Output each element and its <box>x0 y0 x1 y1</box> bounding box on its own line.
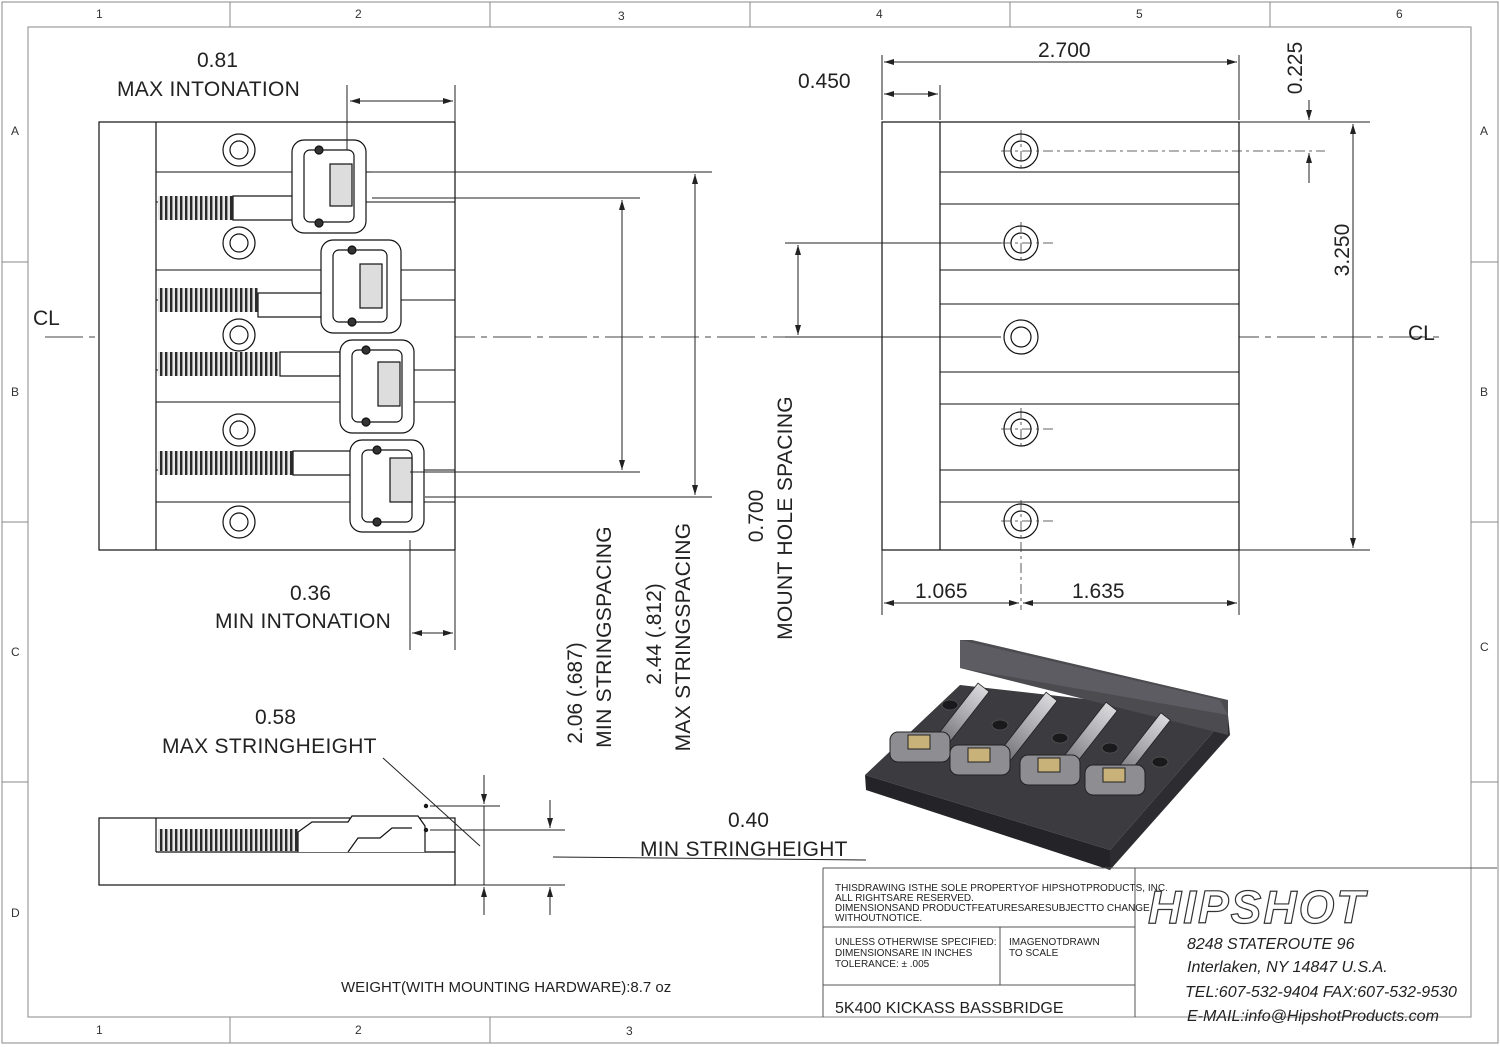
zone-col-2-bottom: 2 <box>355 1023 362 1037</box>
side-view-drawing <box>98 803 456 886</box>
zone-col-1-bottom: 1 <box>96 1023 103 1037</box>
title-block-lines <box>822 867 1497 1017</box>
zone-col-2: 2 <box>355 7 362 21</box>
address-street: 8248 STATEROUTE 96 <box>1187 936 1355 953</box>
zone-row-d: D <box>11 906 20 920</box>
notice-line-3: DIMENSIONSAND PRODUCTFEATURESARESUBJECTT… <box>835 903 1150 914</box>
zone-row-a: A <box>11 124 19 138</box>
hole-spacing-label: MOUNT HOLE SPACING <box>774 396 797 640</box>
top-view-dimensions <box>346 85 712 650</box>
zone-col-5: 5 <box>1136 7 1143 21</box>
side-view-dimensions <box>382 757 867 915</box>
zone-row-a-right: A <box>1480 124 1488 138</box>
zone-row-c: C <box>11 645 20 659</box>
max-string-spacing-value: 2.44 (.812) <box>643 583 666 685</box>
address-city: Interlaken, NY 14847 U.S.A. <box>1187 959 1388 976</box>
zone-row-b-right: B <box>1480 385 1488 399</box>
part-name: 5K400 KICKASS BASSBRIDGE <box>835 1000 1064 1017</box>
top-view-drawing <box>98 121 456 551</box>
min-intonation-value: 0.36 <box>290 582 331 605</box>
left-to-holes-dimension: 1.065 <box>915 580 968 603</box>
min-string-height-label: MIN STRINGHEIGHT <box>640 838 848 861</box>
zone-row-c-right: C <box>1480 640 1489 654</box>
weight-note: WEIGHT(WITH MOUNTING HARDWARE):8.7 oz <box>341 979 671 996</box>
min-string-height-value: 0.40 <box>728 809 769 832</box>
zone-col-6: 6 <box>1396 7 1403 21</box>
zone-col-3: 3 <box>618 9 625 23</box>
holes-to-right-dimension: 1.635 <box>1072 580 1125 603</box>
notice-line-2: ALL RIGHTSARE RESERVED. <box>835 893 974 904</box>
zone-col-1: 1 <box>96 7 103 21</box>
max-string-spacing-label: MAX STRINGSPACING <box>672 523 695 752</box>
spec-line-3: TOLERANCE: ± .005 <box>835 959 930 970</box>
address-email: E-MAIL:info@HipshotProducts.com <box>1187 1008 1439 1025</box>
title-block: THISDRAWING ISTHE SOLE PROPERTYOF HIPSHO… <box>823 868 1497 1025</box>
min-intonation-label: MIN INTONATION <box>215 610 391 633</box>
zone-col-3-bottom: 3 <box>626 1024 633 1038</box>
min-string-spacing-value: 2.06 (.687) <box>564 642 587 744</box>
zone-labels: 1 2 3 4 5 6 1 2 3 A B C D A B C <box>11 7 1489 1038</box>
notice-line-4: WITHOUTNOTICE. <box>835 913 923 924</box>
spec-line-2: DIMENSIONSARE IN INCHES <box>835 948 973 959</box>
max-intonation-value: 0.81 <box>197 49 238 72</box>
hole-offset-dimension: 0.225 <box>1284 42 1307 95</box>
hole-spacing-value: 0.700 <box>745 490 768 543</box>
bridge-3d-render <box>865 640 1230 870</box>
flange-dimension: 0.450 <box>798 70 851 93</box>
zone-row-b: B <box>11 385 19 399</box>
zone-col-4: 4 <box>876 7 883 21</box>
hipshot-logo: HIPSHOT <box>1147 880 1367 933</box>
address-phone: TEL:607-532-9404 FAX:607-532-9530 <box>1185 984 1457 1001</box>
scale-line-1: IMAGENOTDRAWN <box>1009 937 1100 948</box>
min-string-spacing-label: MIN STRINGSPACING <box>593 526 616 748</box>
length-dimension: 3.250 <box>1331 224 1354 277</box>
spec-line-1: UNLESS OTHERWISE SPECIFIED: <box>835 937 997 948</box>
bottom-view-drawing <box>881 121 1325 610</box>
notice-line-1: THISDRAWING ISTHE SOLE PROPERTYOF HIPSHO… <box>835 883 1168 894</box>
width-dimension: 2.700 <box>1038 39 1091 62</box>
max-intonation-label: MAX INTONATION <box>117 78 300 101</box>
max-string-height-value: 0.58 <box>255 706 296 729</box>
centerline-symbol-left: CL <box>33 307 60 330</box>
scale-line-2: TO SCALE <box>1009 948 1059 959</box>
centerline-symbol-right: CL <box>1408 322 1435 345</box>
max-string-height-label: MAX STRINGHEIGHT <box>162 735 377 758</box>
bottom-view-dimensions <box>785 55 1370 615</box>
